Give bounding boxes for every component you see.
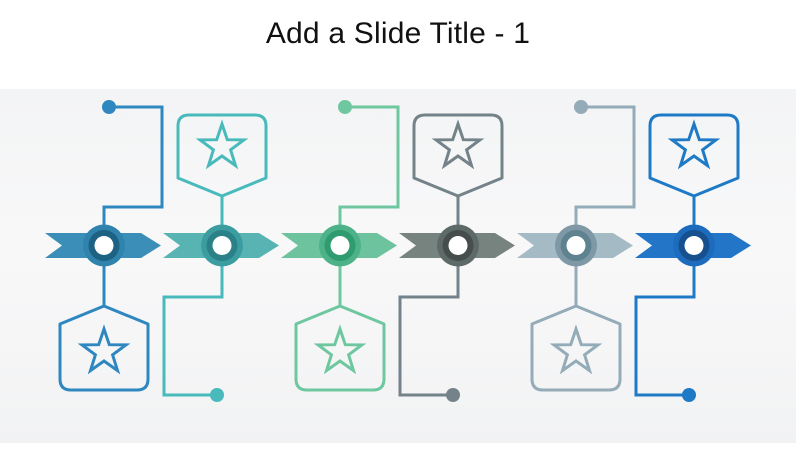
star-badge-top	[648, 113, 740, 198]
slide-title-placeholder: Add a Slide Title - 1	[265, 17, 531, 50]
timeline-item-2	[162, 113, 279, 402]
star-icon	[549, 324, 603, 375]
star-badge-top	[176, 113, 268, 198]
connector-endpoint-dot	[446, 388, 460, 402]
timeline-node-center	[566, 236, 586, 255]
star-badge-bottom	[530, 304, 622, 392]
connector-endpoint-dot	[210, 388, 224, 402]
connector-line-top	[102, 105, 164, 246]
timeline-node-center	[212, 236, 232, 255]
timeline-node-center	[330, 236, 350, 255]
star-badge-bottom	[58, 304, 150, 392]
connector-endpoint-dot	[574, 100, 588, 114]
star-icon	[195, 119, 249, 170]
star-icon	[313, 324, 367, 375]
timeline-node-center	[684, 236, 704, 255]
connector-line-top	[338, 105, 400, 246]
connector-endpoint-dot	[102, 100, 116, 114]
timeline-item-6	[634, 113, 751, 402]
timeline-node-center	[448, 236, 468, 255]
connector-line-bottom	[398, 245, 460, 397]
timeline-item-4	[398, 113, 515, 402]
connector-line-top	[574, 105, 636, 246]
connector-endpoint-dot	[682, 388, 696, 402]
timeline-item-1	[45, 100, 164, 392]
timeline-node-center	[94, 236, 114, 255]
timeline-item-5	[517, 100, 636, 392]
timeline-item-3	[281, 100, 400, 392]
star-badge-top	[412, 113, 504, 198]
connector-endpoint-dot	[338, 100, 352, 114]
star-icon	[431, 119, 485, 170]
star-icon	[77, 324, 131, 375]
star-icon	[667, 119, 721, 170]
connector-line-bottom	[162, 245, 224, 397]
connector-line-bottom	[634, 245, 696, 397]
star-badge-bottom	[294, 304, 386, 392]
